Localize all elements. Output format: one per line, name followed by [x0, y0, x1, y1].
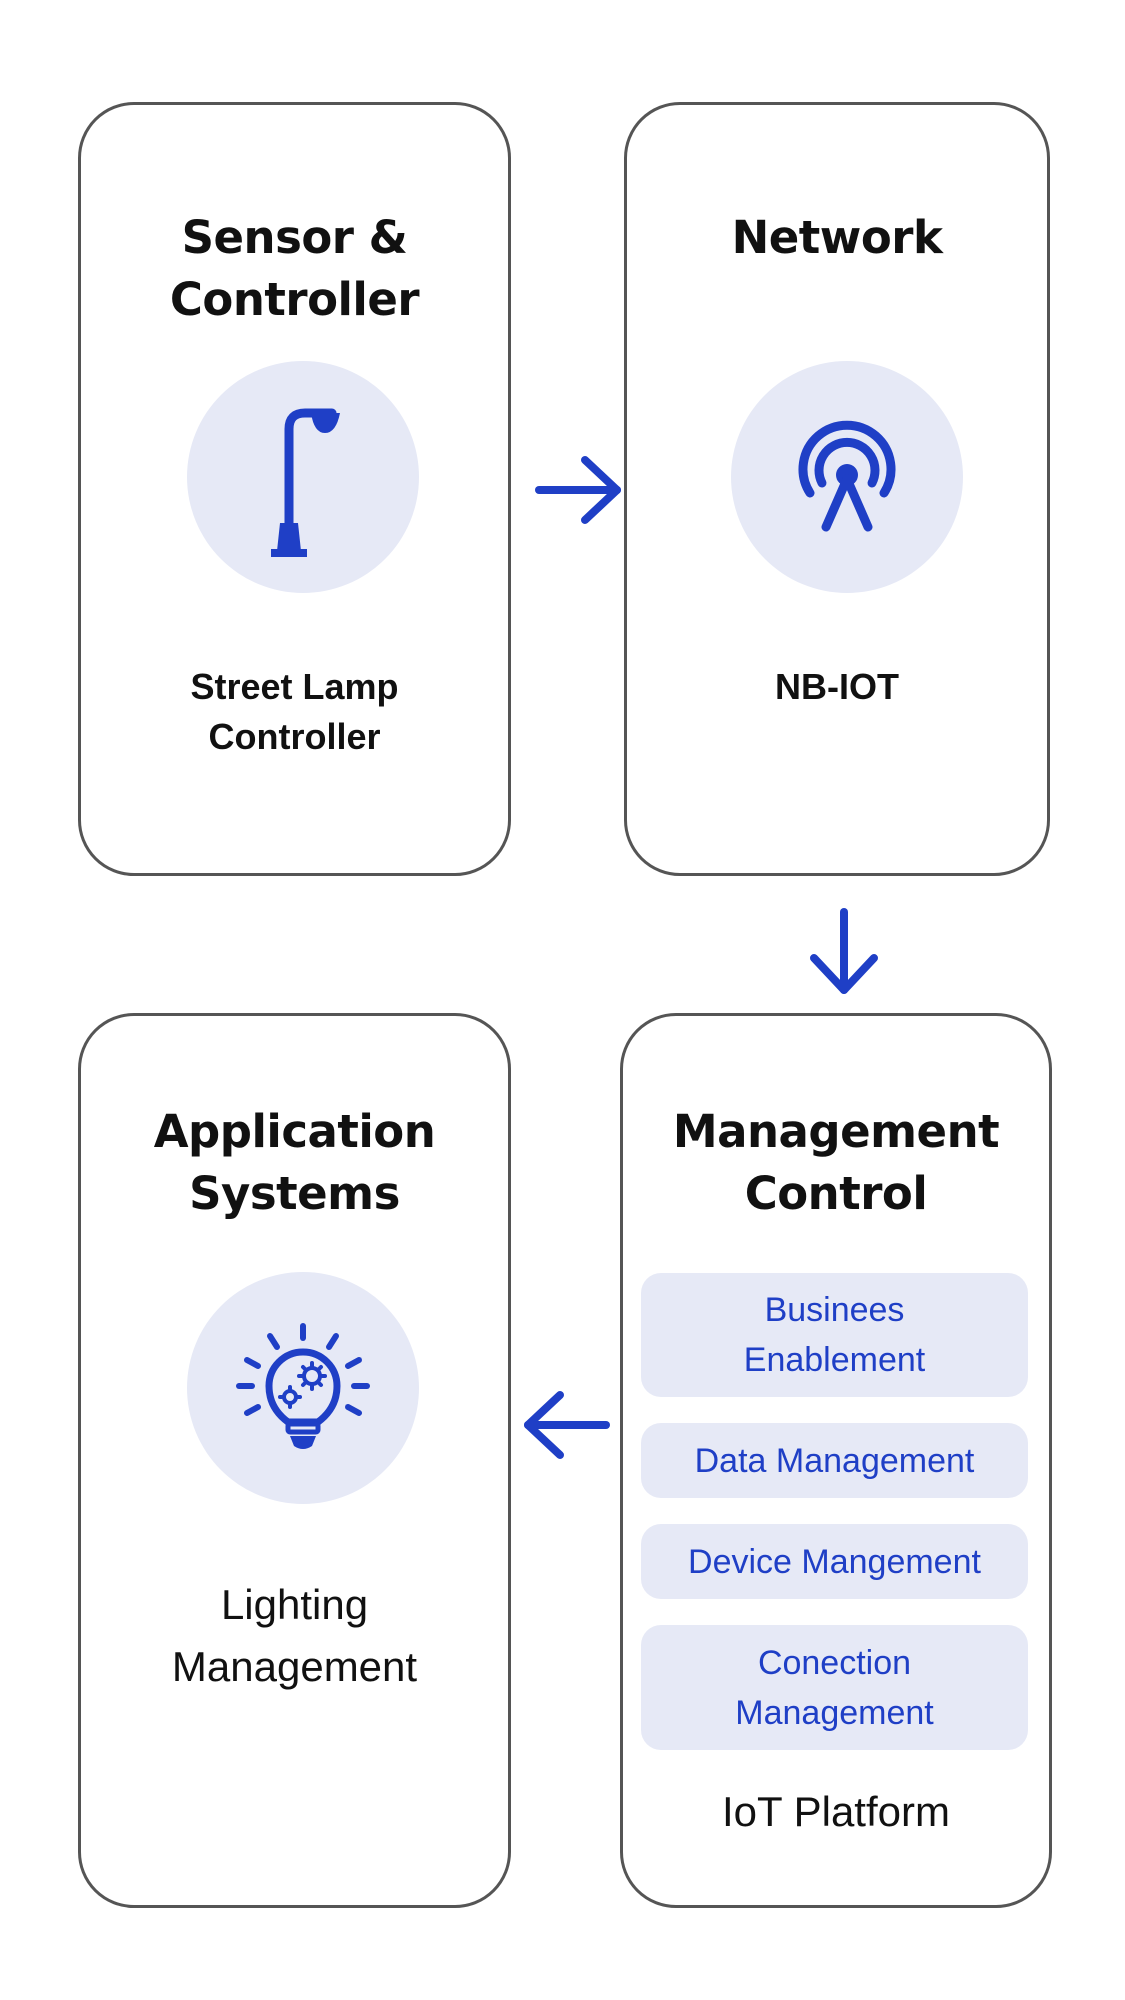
network-card: Network NB-IOT — [624, 102, 1050, 876]
data-management-item: Data Management — [641, 1423, 1028, 1498]
lighting-management-label: Lighting Management — [171, 1581, 418, 1690]
lightbulb-gears-icon — [236, 1323, 370, 1449]
arrow-down-icon — [810, 908, 878, 994]
arrow-right-icon — [535, 456, 621, 524]
application-systems-card: Application Systems — [78, 1013, 511, 1908]
street-lamp-controller-label: Street Lamp Controller — [190, 666, 399, 757]
street-lamp-icon — [271, 408, 340, 557]
street-lamp-icon-circle — [187, 361, 419, 593]
network-title: Network — [731, 211, 943, 264]
device-management-item: Device Mangement — [641, 1524, 1028, 1599]
lightbulb-icon-circle — [187, 1272, 419, 1504]
sensor-controller-card: Sensor & Controller Street Lamp Controll… — [78, 102, 511, 876]
antenna-icon-circle — [731, 361, 963, 593]
iot-platform-label: IoT Platform — [722, 1788, 950, 1835]
connection-management-item: Conection Management — [641, 1625, 1028, 1750]
antenna-icon — [798, 420, 896, 532]
application-systems-title: Application Systems — [153, 1105, 436, 1220]
business-enablement-item: Businees Enablement — [641, 1273, 1028, 1397]
nb-iot-label: NB-IOT — [775, 666, 899, 707]
management-control-title: Management Control — [672, 1105, 1000, 1220]
management-control-card: Management Control Businees Enablement D… — [620, 1013, 1052, 1908]
sensor-controller-title: Sensor & Controller — [169, 211, 420, 326]
arrow-left-icon — [524, 1391, 610, 1459]
